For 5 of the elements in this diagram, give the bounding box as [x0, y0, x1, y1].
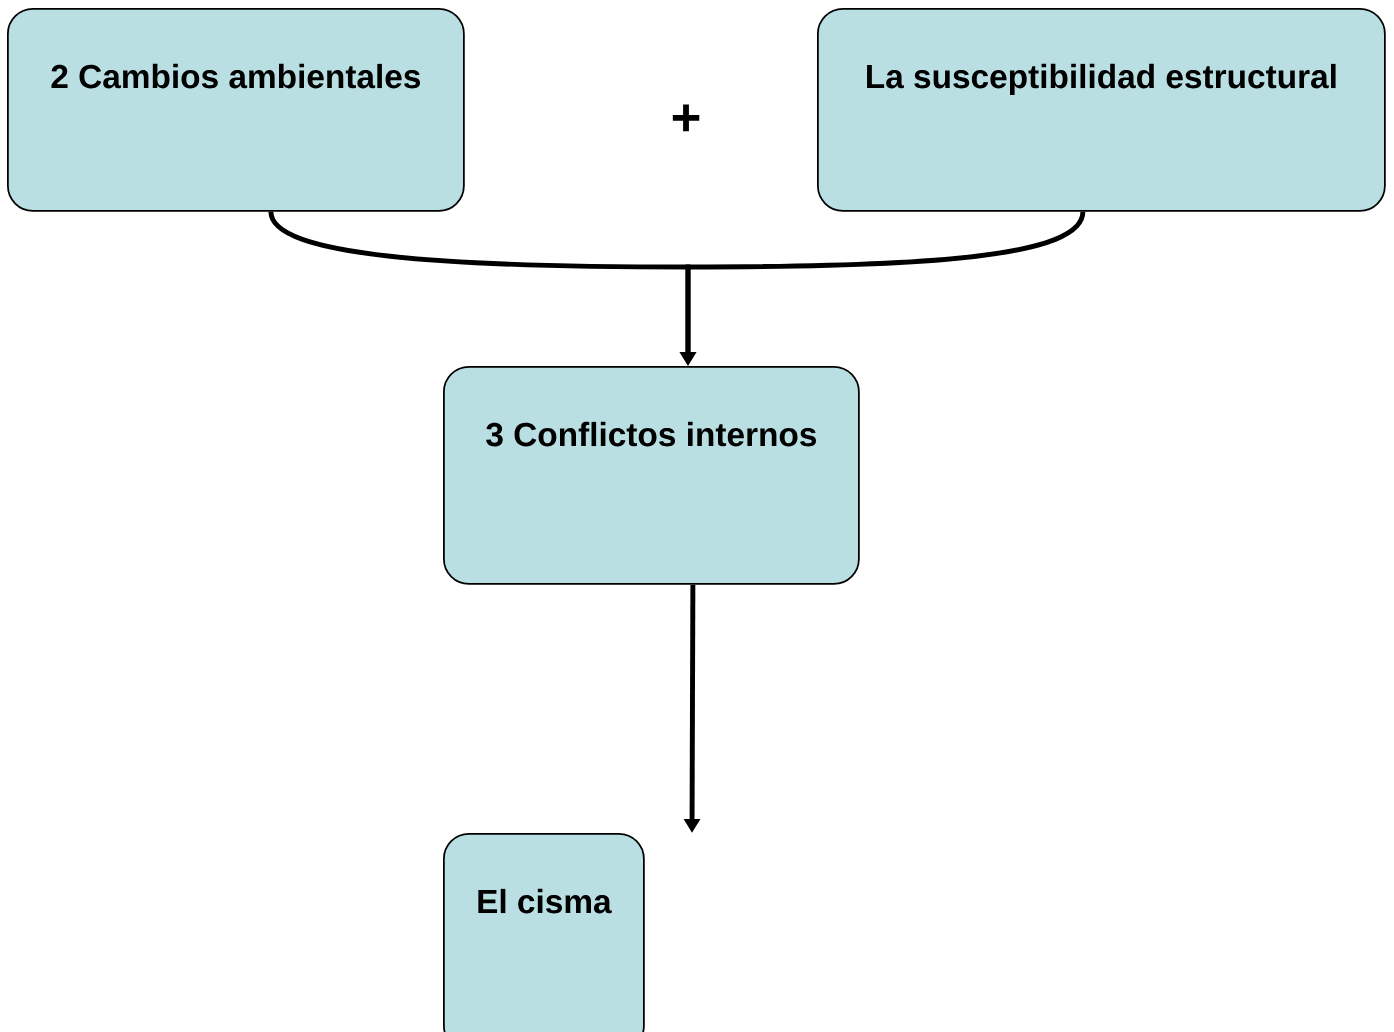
- process-box: La susceptibilidad estructural: [817, 8, 1386, 212]
- plus-sign: +: [672, 104, 700, 132]
- process-box: 3 Conflictos internos: [443, 366, 860, 585]
- process-box: 2 Cambios ambientales: [7, 8, 465, 212]
- process-box: El cisma: [443, 833, 645, 1032]
